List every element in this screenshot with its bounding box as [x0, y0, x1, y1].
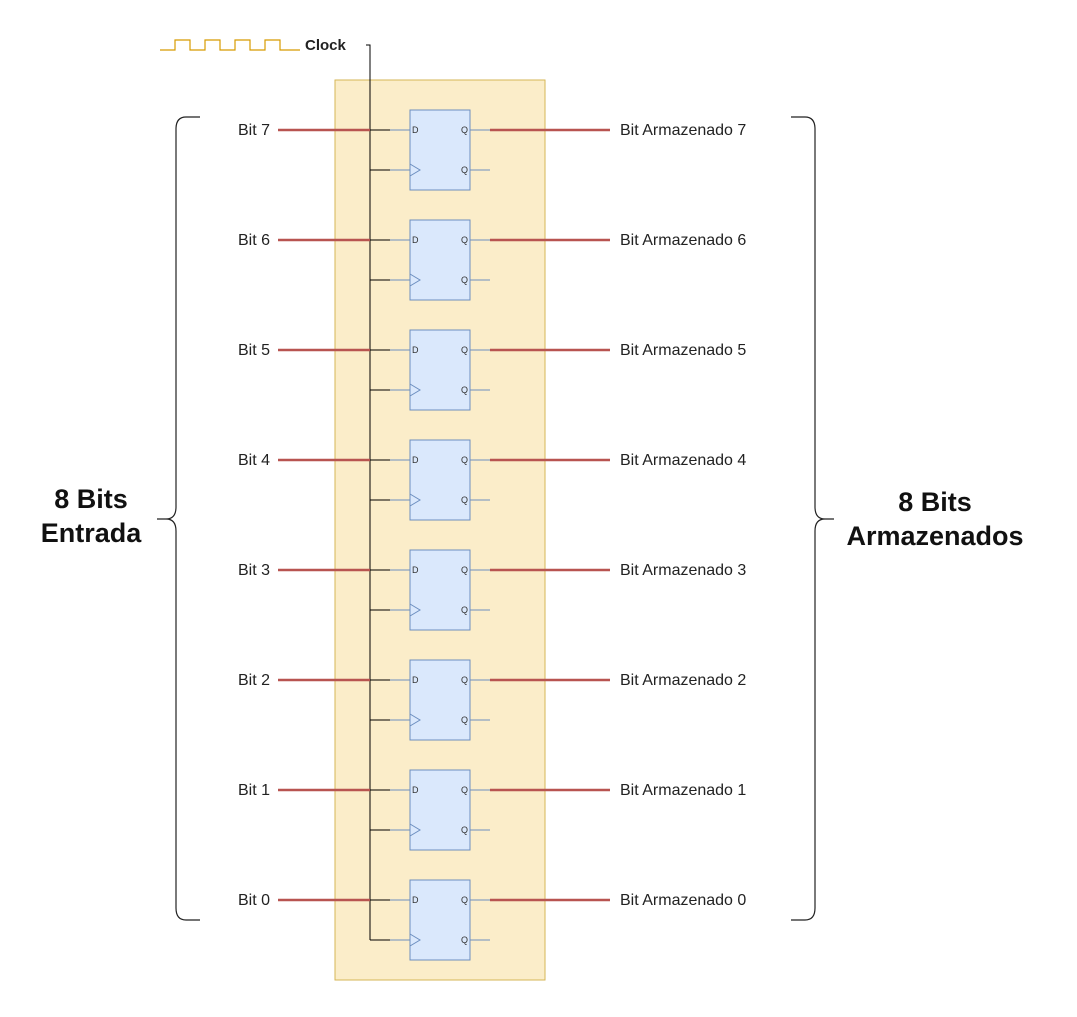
pin-d-label: D: [412, 565, 419, 575]
flip-flop: [409, 439, 471, 521]
flip-flop: [409, 109, 471, 191]
flip-flop: [409, 659, 471, 741]
clock-edge-icon: [409, 493, 421, 507]
clock-bus: [366, 44, 371, 940]
clock-waveform-icon: [160, 39, 300, 51]
pin-q-label: Q: [461, 455, 468, 465]
flip-flop-row: Bit 0 D Q Q Bit Armazenado 0: [238, 879, 746, 961]
pin-q-label: Q: [461, 345, 468, 355]
clock-edge-icon: [409, 933, 421, 947]
input-group-label-line2: Entrada: [41, 518, 143, 548]
pin-d-label: D: [412, 125, 419, 135]
flip-flop-row: Bit 1 D Q Q Bit Armazenado 1: [238, 769, 746, 851]
pin-q-label: Q: [461, 785, 468, 795]
pin-q-bar-label: Q: [461, 825, 468, 835]
pin-q-label: Q: [461, 235, 468, 245]
pin-q-bar-label: Q: [461, 605, 468, 615]
output-bit-label: Bit Armazenado 6: [620, 232, 746, 249]
input-bit-label: Bit 7: [238, 122, 270, 139]
output-group-label-line2: Armazenados: [846, 521, 1023, 551]
pin-q-bar-label: Q: [461, 275, 468, 285]
pin-q-label: Q: [461, 675, 468, 685]
output-group-label-line1: 8 Bits: [898, 487, 972, 517]
output-bit-label: Bit Armazenado 3: [620, 562, 746, 579]
input-bit-label: Bit 6: [238, 232, 270, 249]
flip-flop: [409, 219, 471, 301]
clock-edge-icon: [409, 603, 421, 617]
flip-flop-row: Bit 7 D Q Q Bit Armazenado 7: [238, 109, 746, 191]
pin-d-label: D: [412, 785, 419, 795]
input-bit-label: Bit 1: [238, 782, 270, 799]
flip-flop-row: Bit 5 D Q Q Bit Armazenado 5: [238, 329, 746, 411]
clock-edge-icon: [409, 273, 421, 287]
input-bit-label: Bit 0: [238, 892, 270, 909]
output-bit-label: Bit Armazenado 5: [620, 342, 746, 359]
pin-d-label: D: [412, 235, 419, 245]
pin-q-label: Q: [461, 125, 468, 135]
flip-flop: [409, 769, 471, 851]
pin-q-bar-label: Q: [461, 715, 468, 725]
pin-d-label: D: [412, 675, 419, 685]
output-bit-label: Bit Armazenado 0: [620, 892, 746, 909]
pin-d-label: D: [412, 455, 419, 465]
output-bit-label: Bit Armazenado 7: [620, 122, 746, 139]
pin-q-bar-label: Q: [461, 165, 468, 175]
clock-edge-icon: [409, 713, 421, 727]
flip-flop: [409, 879, 471, 961]
flip-flop: [409, 329, 471, 411]
clock-label: Clock: [305, 37, 347, 54]
input-bit-label: Bit 5: [238, 342, 270, 359]
pin-d-label: D: [412, 345, 419, 355]
pin-q-bar-label: Q: [461, 495, 468, 505]
pin-q-label: Q: [461, 895, 468, 905]
clock-edge-icon: [409, 163, 421, 177]
input-bit-label: Bit 2: [238, 672, 270, 689]
input-brace: [157, 116, 200, 921]
pin-q-label: Q: [461, 565, 468, 575]
output-bit-label: Bit Armazenado 4: [620, 452, 746, 469]
clock-edge-icon: [409, 383, 421, 397]
pin-q-bar-label: Q: [461, 935, 468, 945]
input-bit-label: Bit 4: [238, 452, 270, 469]
flip-flop-row: Bit 2 D Q Q Bit Armazenado 2: [238, 659, 746, 741]
output-bit-label: Bit Armazenado 2: [620, 672, 746, 689]
flip-flop-row: Bit 3 D Q Q Bit Armazenado 3: [238, 549, 746, 631]
input-bit-label: Bit 3: [238, 562, 270, 579]
output-brace: [791, 116, 834, 921]
pin-q-bar-label: Q: [461, 385, 468, 395]
clock-edge-icon: [409, 823, 421, 837]
flip-flop: [409, 549, 471, 631]
flip-flop-row: Bit 6 D Q Q Bit Armazenado 6: [238, 219, 746, 301]
output-bit-label: Bit Armazenado 1: [620, 782, 746, 799]
input-group-label-line1: 8 Bits: [54, 484, 128, 514]
flip-flop-row: Bit 4 D Q Q Bit Armazenado 4: [238, 439, 746, 521]
flip-flop-rows: Bit 7 D Q Q Bit Armazenado 7 Bit 6 D Q Q Bit Arma…: [238, 109, 746, 961]
pin-d-label: D: [412, 895, 419, 905]
